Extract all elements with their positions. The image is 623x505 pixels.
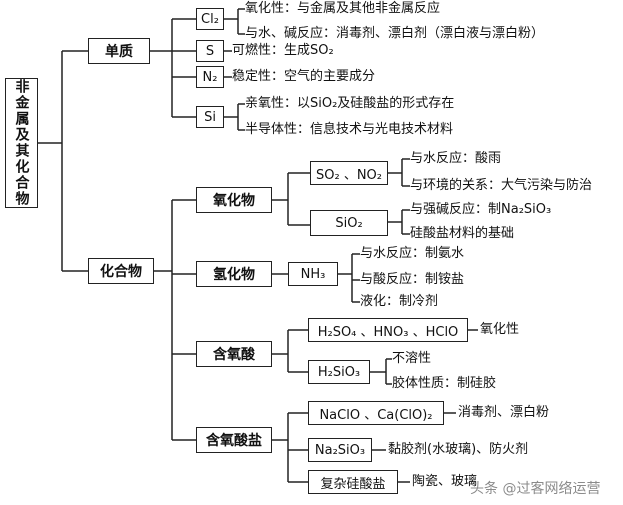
element-s: S xyxy=(196,40,224,62)
si-prop-2: 半导体性：信息技术与光电技术材料 xyxy=(245,122,454,137)
root-label: 非金属及其化合物 xyxy=(13,79,30,207)
h2sio3-prop-1: 不溶性 xyxy=(392,351,432,366)
sub-na2sio3-label: Na₂SiO₃ xyxy=(314,442,366,458)
branch-compounds-label: 化合物 xyxy=(100,264,142,280)
sub-h2sio3: H₂SiO₃ xyxy=(308,360,370,384)
element-n2-label: N₂ xyxy=(202,69,218,85)
element-si-label: Si xyxy=(204,109,216,125)
sub-nh3: NH₃ xyxy=(288,262,338,286)
nh3-prop-3: 液化：制冷剂 xyxy=(360,294,439,309)
hypochlorites-prop-1: 消毒剂、漂白粉 xyxy=(458,405,550,420)
element-n2: N₂ xyxy=(196,66,224,88)
nh3-prop-2: 与酸反应：制铵盐 xyxy=(360,272,465,287)
group-oxides: 氧化物 xyxy=(196,187,272,213)
group-hydrides-label: 氢化物 xyxy=(213,267,255,283)
nh3-prop-1: 与水反应：制氨水 xyxy=(360,246,465,261)
so2-prop-1: 与水反应：酸雨 xyxy=(410,151,502,166)
sub-so2-no2-label: SO₂ 、NO₂ xyxy=(316,167,382,183)
element-cl2-label: Cl₂ xyxy=(201,11,219,27)
sub-so2-no2: SO₂ 、NO₂ xyxy=(310,161,388,185)
branch-elements: 单质 xyxy=(88,38,150,64)
group-hydrides: 氢化物 xyxy=(196,261,272,287)
branch-compounds: 化合物 xyxy=(88,258,154,284)
group-oxides-label: 氧化物 xyxy=(213,193,255,209)
h2sio3-prop-2: 胶体性质：制硅胶 xyxy=(392,376,497,391)
sio2-prop-1: 与强碱反应：制Na₂SiO₃ xyxy=(410,202,552,217)
element-si: Si xyxy=(196,106,224,128)
s-prop-1: 可燃性：生成SO₂ xyxy=(232,43,334,58)
so2-prop-2: 与环境的关系：大气污染与防治 xyxy=(410,178,593,193)
watermark: 头条 @过客网络运营 xyxy=(470,481,601,497)
sub-h2sio3-label: H₂SiO₃ xyxy=(317,364,361,380)
si-prop-1: 亲氧性：以SiO₂及硅酸盐的形式存在 xyxy=(245,96,455,111)
strong-acids-prop-1: 氧化性 xyxy=(480,322,520,337)
sub-sio2: SiO₂ xyxy=(310,210,388,236)
sub-hypochlorites-label: NaClO 、Ca(ClO)₂ xyxy=(319,407,433,423)
branch-elements-label: 单质 xyxy=(105,44,133,60)
element-cl2: Cl₂ xyxy=(196,8,224,30)
n2-prop-1: 稳定性：空气的主要成分 xyxy=(232,69,376,84)
sub-strong-acids-label: H₂SO₄ 、HNO₃ 、HClO xyxy=(317,324,459,340)
sub-complex-silicates: 复杂硅酸盐 xyxy=(308,470,398,494)
sub-sio2-label: SiO₂ xyxy=(335,215,363,231)
group-oxoacids-label: 含氧酸 xyxy=(213,347,255,363)
na2sio3-prop-1: 黏胶剂(水玻璃)、防火剂 xyxy=(388,442,529,457)
sub-complex-silicates-label: 复杂硅酸盐 xyxy=(320,476,386,492)
root-node: 非金属及其化合物 xyxy=(5,78,38,208)
complex-silicates-prop-1: 陶瓷、玻璃 xyxy=(412,474,478,489)
sio2-prop-2: 硅酸盐材料的基础 xyxy=(410,226,515,241)
cl2-prop-2: 与水、碱反应：消毒剂、漂白剂（漂白液与漂白粉） xyxy=(245,26,545,41)
group-oxoacids: 含氧酸 xyxy=(196,341,272,367)
sub-strong-acids: H₂SO₄ 、HNO₃ 、HClO xyxy=(308,318,468,342)
cl2-prop-1: 氧化性：与金属及其他非金属反应 xyxy=(245,1,441,16)
group-oxosalts-label: 含氧酸盐 xyxy=(206,433,262,449)
sub-nh3-label: NH₃ xyxy=(300,266,326,282)
sub-hypochlorites: NaClO 、Ca(ClO)₂ xyxy=(308,401,444,425)
sub-na2sio3: Na₂SiO₃ xyxy=(308,438,372,462)
element-s-label: S xyxy=(205,43,215,59)
group-oxosalts: 含氧酸盐 xyxy=(196,427,272,453)
